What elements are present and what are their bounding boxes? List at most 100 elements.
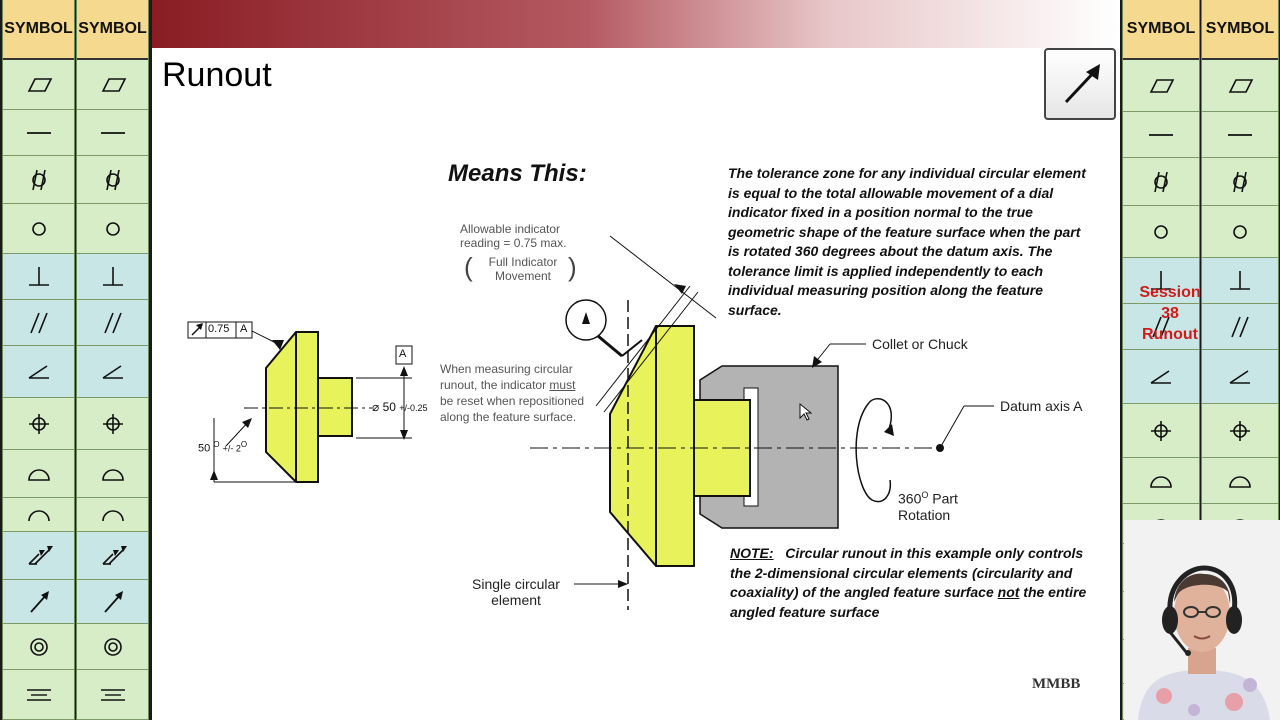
angle-tolerance-degree: O [240, 440, 248, 449]
parallelism-icon [103, 312, 122, 333]
symbol-cell-cylindricity[interactable] [3, 156, 74, 204]
symbol-cell-profile-of-surface[interactable] [1123, 458, 1199, 504]
symbol-cell-parallelism[interactable] [3, 300, 74, 346]
symbol-cell-position[interactable] [1123, 404, 1199, 458]
symbol-cell-flatness[interactable] [3, 60, 74, 110]
note-not: not [997, 584, 1020, 600]
symbol-cell-parallelism[interactable] [1202, 304, 1278, 350]
cylindricity-icon [1154, 171, 1168, 192]
position-icon [28, 413, 49, 434]
presenter-avatar [1124, 520, 1280, 720]
symbol-cell-profile-of-surface[interactable] [1202, 458, 1278, 504]
symbol-cell-symmetry[interactable] [77, 670, 148, 720]
profile-of-surface-icon [1150, 475, 1172, 488]
allowable-indicator-label: Allowable indicator reading = 0.75 max. [460, 222, 566, 250]
runout-arrow-icon [1064, 64, 1100, 104]
measuring-line-1: When measuring circular [440, 362, 573, 376]
symbol-header: SYMBOL [1202, 0, 1278, 60]
profile-of-surface-icon [1229, 475, 1251, 488]
symbol-cell-angularity[interactable] [77, 346, 148, 398]
symbol-cell-position[interactable] [1202, 404, 1278, 458]
parallelism-icon [1152, 316, 1170, 337]
symbol-cell-angularity[interactable] [1123, 350, 1199, 404]
slide-title: Runout [162, 56, 272, 94]
straightness-icon [1228, 133, 1252, 136]
symbol-cell-cylindricity[interactable] [1123, 158, 1199, 206]
symbol-cell-straightness[interactable] [1202, 112, 1278, 158]
symbol-cell-straightness[interactable] [3, 110, 74, 156]
angle-dimension: 50 O +/- 2O [198, 440, 247, 455]
symbol-cell-symmetry[interactable] [3, 670, 74, 720]
flatness-icon [101, 77, 126, 92]
dial-indicator-icon [565, 299, 643, 358]
symbol-cell-position[interactable] [3, 398, 74, 450]
symbol-cell-flatness[interactable] [1202, 60, 1278, 112]
symbol-cell-perpendicularity[interactable] [77, 254, 148, 300]
symbol-cell-circularity[interactable] [77, 204, 148, 254]
symbol-cell-straightness[interactable] [1123, 112, 1199, 158]
symbol-cell-circularity[interactable] [1123, 206, 1199, 258]
position-icon [102, 413, 123, 434]
symbol-cell-concentricity[interactable] [3, 624, 74, 670]
symbol-cell-position[interactable] [77, 398, 148, 450]
flatness-icon [1149, 78, 1175, 93]
rotation-line-1: 360O Part [898, 490, 958, 507]
symbol-cell-total-runout[interactable] [77, 532, 148, 580]
straightness-icon [26, 131, 51, 134]
allowable-line-1: Allowable indicator [460, 222, 561, 236]
symbol-cell-straightness[interactable] [77, 110, 148, 156]
symbol-cell-profile-of-surface[interactable] [3, 450, 74, 498]
symbol-cell-circular-runout[interactable] [3, 580, 74, 624]
symbol-cell-total-runout[interactable] [3, 532, 74, 580]
symbol-cell-cylindricity[interactable] [1202, 158, 1278, 206]
session-line-2: 38 [1161, 305, 1179, 322]
session-line-1: Session [1139, 284, 1201, 301]
collet-label: Collet or Chuck [872, 336, 968, 352]
symbol-cell-circular-runout[interactable] [77, 580, 148, 624]
note-label: NOTE: [730, 545, 774, 561]
symbol-cell-perpendicularity[interactable] [3, 254, 74, 300]
symbol-cell-profile-of-line[interactable] [3, 498, 74, 532]
total-runout-icon [27, 545, 53, 565]
measuring-line-2: runout, the indicator must [440, 377, 584, 393]
symbol-cell-flatness[interactable] [77, 60, 148, 110]
profile-of-surface-icon [101, 468, 124, 481]
symbol-cell-cylindricity[interactable] [77, 156, 148, 204]
angularity-icon [1150, 369, 1171, 384]
datum-letter: A [399, 348, 407, 360]
symbol-cell-angularity[interactable] [1202, 350, 1278, 404]
symbol-cell-profile-of-surface[interactable] [77, 450, 148, 498]
perpendicularity-icon [102, 266, 123, 286]
runout-arrow-button[interactable] [1044, 48, 1116, 120]
mmbb-logo: MMBB [1032, 676, 1081, 692]
symbol-cell-concentricity[interactable] [77, 624, 148, 670]
angularity-icon [1229, 369, 1250, 384]
symbol-cell-profile-of-line[interactable] [77, 498, 148, 532]
symbol-cell-parallelism[interactable] [77, 300, 148, 346]
symbol-cell-circularity[interactable] [1202, 206, 1278, 258]
measuring-line-3: be reset when repositioned [440, 394, 585, 408]
position-icon [1151, 420, 1171, 441]
symbol-cell-flatness[interactable] [1123, 60, 1199, 112]
symbol-cell-perpendicularity[interactable] [1123, 258, 1199, 304]
angle-value: 50 [198, 442, 211, 455]
fcf-value: 0.75 [208, 323, 230, 335]
straightness-icon [100, 131, 125, 134]
symbol-cell-circularity[interactable] [3, 204, 74, 254]
perpendicularity-icon [28, 266, 49, 286]
symbol-column: SYMBOL [76, 0, 149, 720]
fim-line-1: Full Indicator [488, 255, 558, 269]
session-line-3: Runout [1142, 326, 1198, 343]
fim-paren-left: ( [464, 252, 473, 282]
symbol-cell-perpendicularity[interactable] [1202, 258, 1278, 304]
single-element-label: Single circular element [464, 576, 568, 608]
means-this-heading: Means This: [448, 160, 587, 187]
rotation-degree: O [921, 490, 929, 500]
symbol-header: SYMBOL [1123, 0, 1199, 60]
cylindricity-icon [105, 169, 120, 190]
fcf-datum: A [240, 323, 248, 335]
symbol-cell-parallelism[interactable] [1123, 304, 1199, 350]
symmetry-icon [26, 688, 51, 701]
symbol-cell-angularity[interactable] [3, 346, 74, 398]
circularity-icon [1233, 224, 1247, 239]
